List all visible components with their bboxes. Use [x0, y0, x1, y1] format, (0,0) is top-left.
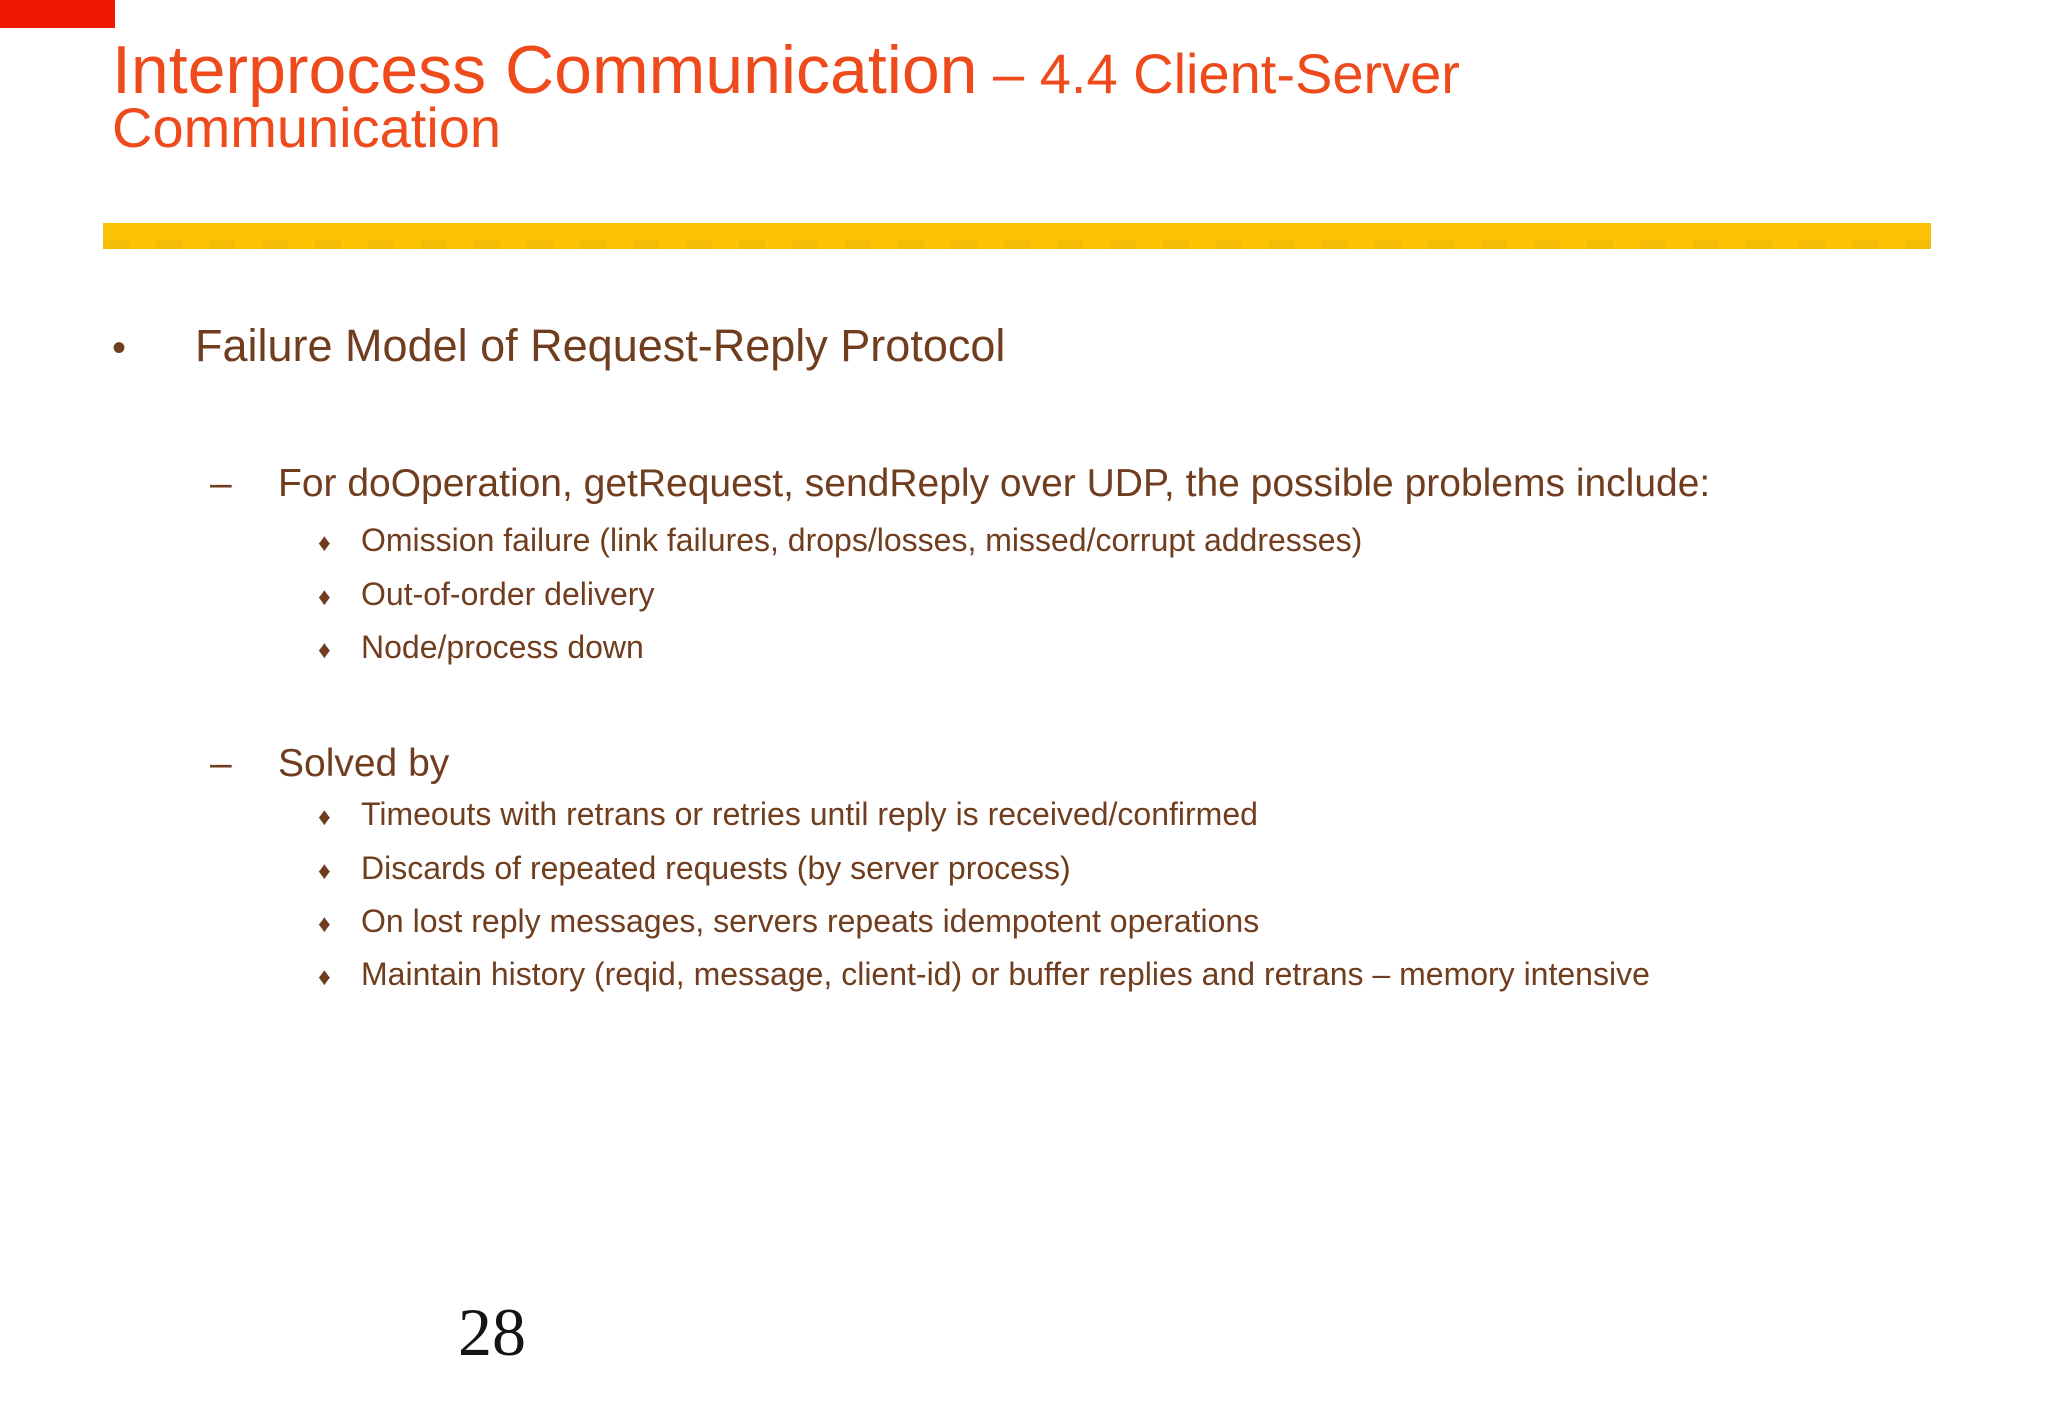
list-item-text: Out-of-order delivery — [361, 576, 655, 612]
list-item: ♦ Out-of-order delivery — [318, 576, 654, 613]
page-number: 28 — [458, 1294, 526, 1370]
yellow-divider-bar — [103, 223, 1931, 249]
dash-bullet-icon: – — [210, 462, 232, 505]
list-item: ♦ Omission failure (link failures, drops… — [318, 522, 1362, 559]
sub-bullet-line: – Solved by — [210, 742, 449, 787]
diamond-bullet-icon: ♦ — [318, 803, 331, 831]
list-item: ♦ Maintain history (reqid, message, clie… — [318, 956, 1650, 993]
bullet-heading-line: • Failure Model of Request-Reply Protoco… — [112, 320, 1005, 372]
list-item-text: Maintain history (reqid, message, client… — [361, 956, 1650, 992]
red-corner-marker — [0, 0, 115, 28]
list-item-text: Omission failure (link failures, drops/l… — [361, 522, 1363, 558]
list-item: ♦ Discards of repeated requests (by serv… — [318, 850, 1071, 887]
section-label: For doOperation, getRequest, sendReply o… — [278, 462, 1711, 505]
list-item: ♦ Timeouts with retrans or retries until… — [318, 796, 1258, 833]
divider-dash-pattern — [103, 240, 1931, 249]
list-item-text: Node/process down — [361, 629, 644, 665]
list-item-text: Discards of repeated requests (by server… — [361, 850, 1071, 886]
list-item-text: On lost reply messages, servers repeats … — [361, 903, 1260, 939]
dot-bullet-icon: • — [112, 326, 127, 370]
diamond-bullet-icon: ♦ — [318, 963, 331, 991]
list-item-text: Timeouts with retrans or retries until r… — [361, 796, 1258, 832]
diamond-bullet-icon: ♦ — [318, 529, 331, 557]
diamond-bullet-icon: ♦ — [318, 583, 331, 611]
diamond-bullet-icon: ♦ — [318, 857, 331, 885]
list-item: ♦ Node/process down — [318, 629, 644, 666]
slide-title: Interprocess Communication – 4.4 Client-… — [112, 36, 1460, 104]
diamond-bullet-icon: ♦ — [318, 636, 331, 664]
dash-bullet-icon: – — [210, 742, 232, 785]
list-item: ♦ On lost reply messages, servers repeat… — [318, 903, 1259, 940]
sub-bullet-line: – For doOperation, getRequest, sendReply… — [210, 462, 1710, 507]
slide-title-line2: Communication — [112, 96, 502, 159]
diamond-bullet-icon: ♦ — [318, 910, 331, 938]
slide-title-main: Interprocess Communication — [112, 32, 978, 108]
heading-text: Failure Model of Request-Reply Protocol — [195, 320, 1006, 371]
slide-title-suffix: – 4.4 Client-Server — [977, 42, 1460, 105]
section-label: Solved by — [278, 742, 450, 785]
